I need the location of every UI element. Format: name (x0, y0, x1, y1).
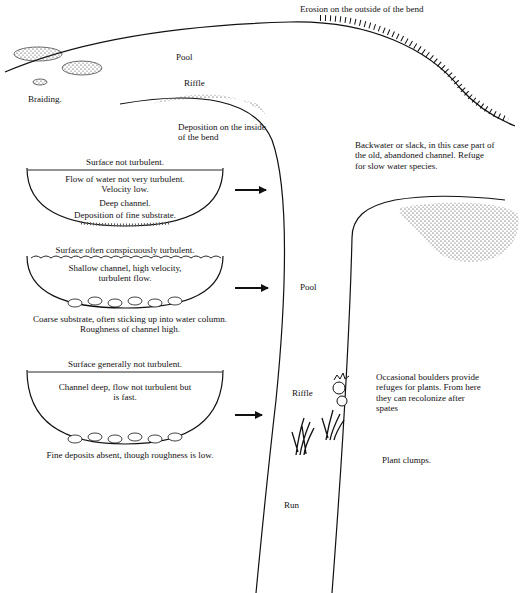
braid-island (14, 47, 62, 61)
outer-bank (5, 22, 515, 126)
river-label: Plant clumps. (382, 455, 431, 465)
cross-section-note: Deposition of fine substrate. (55, 210, 195, 220)
boulder (333, 382, 345, 394)
river-label: Occasional boulders provide refuges for … (376, 372, 488, 413)
braid-island (62, 61, 102, 75)
plant-clump (292, 418, 314, 455)
river-label: Pool (176, 52, 193, 62)
plant-clump (322, 410, 344, 440)
cross-section-note: Surface generally not turbulent. (35, 359, 215, 369)
cross-section-note: Deep channel. (65, 198, 185, 208)
channel-cross-section: Surface generally not turbulent. Channel … (25, 362, 225, 444)
pointer-arrow (235, 414, 262, 416)
channel-outline (25, 362, 225, 448)
river-label: Run (284, 500, 299, 510)
river-label: Deposition on the inside of the bend (178, 122, 274, 143)
boulder-plant (334, 373, 349, 380)
channel-cross-section: Surface not turbulent. Flow of water not … (25, 160, 225, 226)
channel-cross-section: Surface often conspicuously turbulent. Sh… (25, 248, 225, 308)
braid-island (33, 79, 47, 85)
river-label: Backwater or slack, in this case part of… (355, 140, 495, 171)
cross-section-note: Surface often conspicuously turbulent. (25, 245, 225, 255)
inner-bank (120, 98, 285, 593)
cross-section-note: Channel deep, flow not turbulent but is … (55, 382, 195, 403)
right-bank (332, 238, 352, 593)
erosion-ticks (320, 18, 508, 120)
pointer-arrow (235, 189, 266, 191)
river-label: Riffle (292, 388, 313, 398)
cross-section-note: Coarse substrate, often sticking up into… (25, 314, 235, 335)
river-label: Erosion on the outside of the bend (300, 4, 423, 14)
cross-section-note: Shallow channel, high velocity, turbulen… (55, 263, 195, 284)
backwater (400, 203, 519, 262)
pointer-arrow (235, 287, 268, 289)
river-label: Pool (300, 282, 317, 292)
boulder (337, 396, 347, 406)
river-label: Riffle (184, 78, 205, 88)
cross-section-note: Fine deposits absent, though roughness i… (35, 450, 225, 460)
cross-section-note: Flow of water not very turbulent. Veloci… (60, 174, 190, 195)
cross-section-note: Surface not turbulent. (45, 157, 205, 167)
river-label: Braiding. (28, 94, 62, 104)
